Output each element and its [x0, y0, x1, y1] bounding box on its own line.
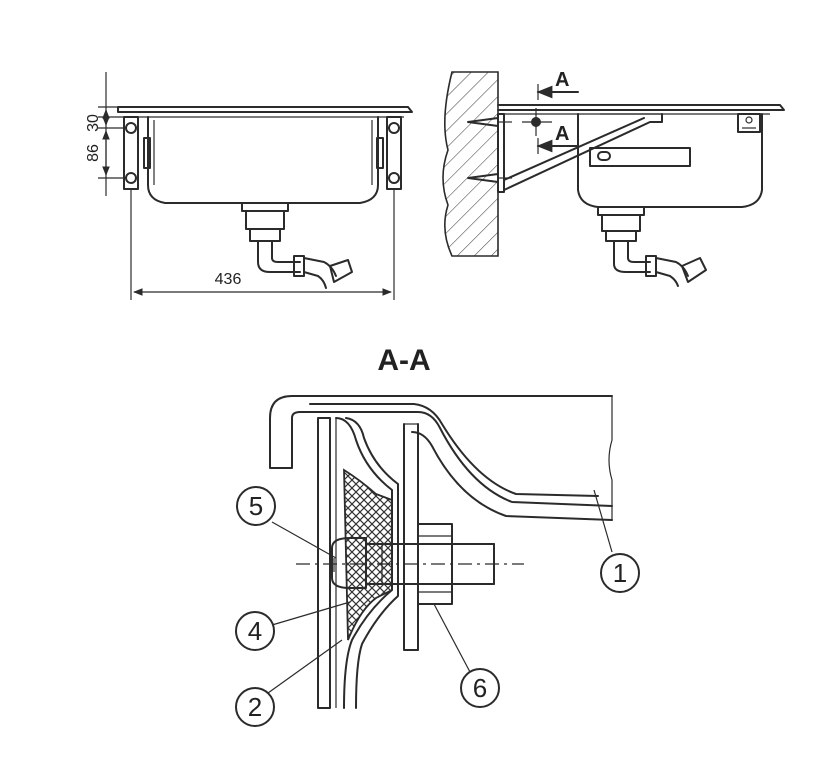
callout-5: 5 [236, 486, 337, 559]
callout-1: 1 [593, 489, 640, 593]
dim-bracket-height: 86 [85, 144, 102, 162]
section-mark-lower: A [555, 123, 569, 145]
wall [442, 71, 499, 257]
callout-6: 6 [433, 603, 500, 708]
callout-2: 2 [235, 639, 343, 727]
side-view: A A [442, 69, 785, 287]
svg-text:2: 2 [248, 692, 262, 722]
svg-text:4: 4 [248, 616, 262, 646]
side-drain [597, 206, 707, 287]
dim-top-rim: 30 [85, 114, 102, 132]
front-drain [241, 202, 353, 289]
dim-width: 436 [215, 271, 242, 288]
dimension-horizontal [130, 190, 395, 300]
section-title: A-A [377, 344, 430, 377]
right-bracket [376, 116, 402, 190]
section-mark-upper: A [555, 69, 569, 91]
left-bracket [123, 116, 151, 190]
section-detail [269, 395, 613, 709]
front-view: 30 86 436 [85, 72, 413, 300]
seal-pad [343, 468, 393, 641]
svg-text:1: 1 [613, 558, 627, 588]
dimension-vertical [98, 72, 126, 196]
callout-4: 4 [235, 601, 351, 651]
svg-text:6: 6 [473, 673, 487, 703]
svg-text:5: 5 [249, 491, 263, 521]
